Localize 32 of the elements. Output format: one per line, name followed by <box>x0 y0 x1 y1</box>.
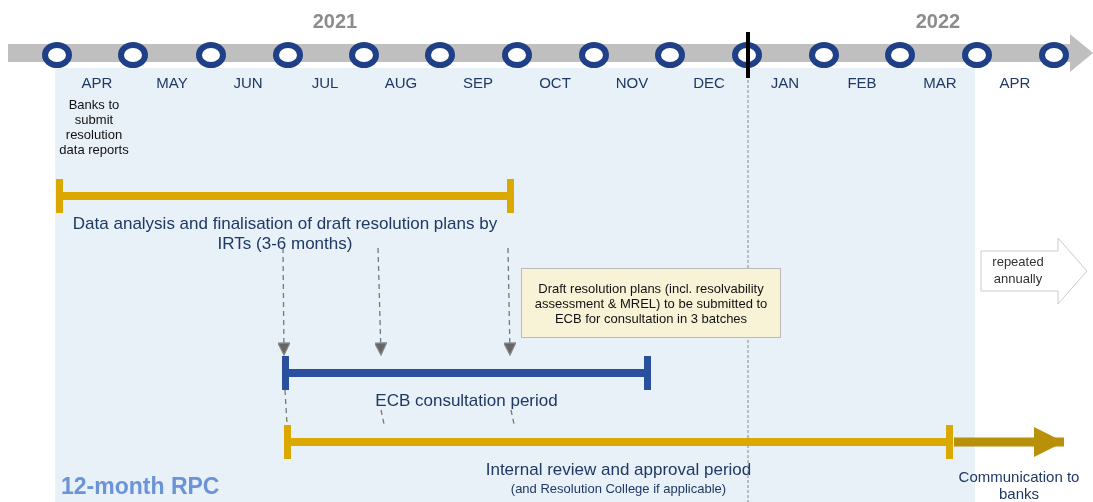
month-label: MAY <box>155 74 189 91</box>
dashed-connector <box>277 247 291 356</box>
arrow <box>954 427 1064 457</box>
phase-label: ECB consultation period <box>374 391 559 411</box>
month-label: JUL <box>310 74 340 91</box>
month-label: MAR <box>922 74 958 91</box>
phase-note: (and Resolution College if applicable) <box>509 480 728 498</box>
month-label: JAN <box>769 74 801 91</box>
note-box: Draft resolution plans (incl. resolvability assessment & MREL) to be submitted to ECB for consultation in 3 batches <box>521 268 781 338</box>
month-label: JUN <box>232 74 264 91</box>
dashed-connector <box>510 409 515 425</box>
year-label: 2021 <box>311 10 359 33</box>
dashed-connector <box>374 247 388 356</box>
period-label: 12-month RPC <box>61 473 220 500</box>
phase-label: Data analysis and finalisation of draft resolution plans by IRTs (3-6 months) <box>71 214 499 254</box>
month-label: OCT <box>538 74 572 91</box>
year-label: 2022 <box>914 10 962 33</box>
dashed-connector <box>284 389 288 425</box>
block-arrow <box>980 237 1088 305</box>
month-label: DEC <box>692 74 726 91</box>
dashed-connector <box>503 247 517 356</box>
month-label: APR <box>80 74 114 91</box>
dashed-connector <box>380 409 385 425</box>
month-label: AUG <box>383 74 419 91</box>
edge-label: Communication to banks <box>957 468 1081 502</box>
month-label: NOV <box>614 74 650 91</box>
month-label: FEB <box>846 74 878 91</box>
arrow-label: repeated annually <box>991 253 1045 287</box>
milestone-note: Banks to submit resolution data reports <box>56 97 132 159</box>
month-label: APR <box>998 74 1032 91</box>
month-label: SEP <box>462 74 494 91</box>
phase-label: Internal review and approval period <box>484 460 753 480</box>
